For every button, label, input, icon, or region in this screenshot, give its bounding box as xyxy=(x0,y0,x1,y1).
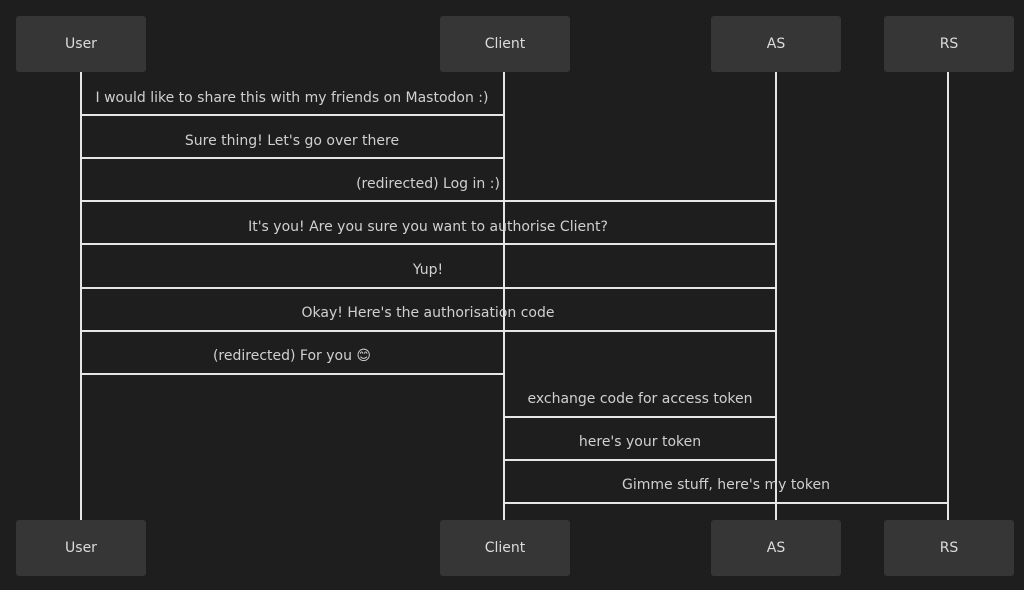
message-arrow xyxy=(81,200,776,202)
message-arrow xyxy=(504,459,776,461)
message-label: Gimme stuff, here's my token xyxy=(622,477,830,493)
actor-user-bottom: User xyxy=(16,520,146,576)
actor-user-top-label: User xyxy=(65,36,97,52)
lifeline-client xyxy=(503,72,505,520)
actor-client-bottom-label: Client xyxy=(484,540,526,556)
message-label: Sure thing! Let's go over there xyxy=(184,133,400,149)
actor-rs-bottom: RS xyxy=(884,520,1014,576)
actor-as-bottom: AS xyxy=(711,520,841,576)
message-arrow xyxy=(81,243,776,245)
actor-client-top: Client xyxy=(440,16,570,72)
message-arrow xyxy=(81,330,776,332)
message-label: Okay! Here's the authorisation code xyxy=(301,305,555,321)
actor-client-top-label: Client xyxy=(484,36,526,52)
message-label: Yup! xyxy=(412,262,444,278)
message-label: (redirected) Log in :) xyxy=(356,176,500,192)
lifeline-rs xyxy=(947,72,949,520)
lifeline-user xyxy=(80,72,82,520)
actor-rs-bottom-label: RS xyxy=(939,540,959,556)
actor-user-top: User xyxy=(16,16,146,72)
message-label: here's your token xyxy=(578,434,702,450)
actor-as-bottom-label: AS xyxy=(766,540,786,556)
actor-rs-top-label: RS xyxy=(939,36,959,52)
lifeline-as xyxy=(775,72,777,520)
actor-rs-top: RS xyxy=(884,16,1014,72)
message-arrow xyxy=(81,157,504,159)
actor-client-bottom: Client xyxy=(440,520,570,576)
message-label: (redirected) For you 😊 xyxy=(212,348,372,364)
message-arrow xyxy=(81,287,776,289)
message-label: It's you! Are you sure you want to autho… xyxy=(248,219,608,235)
actor-as-top-label: AS xyxy=(766,36,786,52)
message-arrow xyxy=(81,373,504,375)
actor-as-top: AS xyxy=(711,16,841,72)
message-arrow xyxy=(81,114,504,116)
actor-user-bottom-label: User xyxy=(65,540,97,556)
message-arrow xyxy=(504,502,948,504)
message-arrow xyxy=(504,416,776,418)
message-label: I would like to share this with my frien… xyxy=(95,90,489,106)
message-label: exchange code for access token xyxy=(527,391,753,407)
